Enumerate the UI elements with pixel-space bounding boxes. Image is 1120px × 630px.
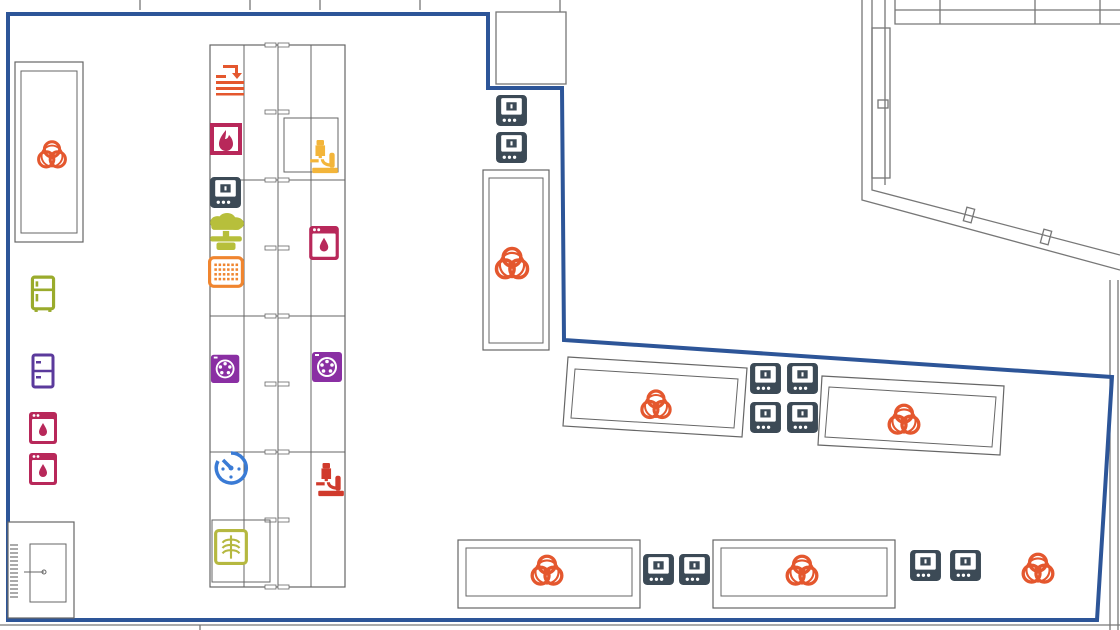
water-bath-icon	[29, 412, 57, 444]
sink-area	[7, 521, 75, 619]
incubator-icon	[750, 363, 781, 394]
incubator-icon	[643, 554, 674, 585]
biosafety-cabinet[interactable]	[562, 356, 748, 438]
biohazard-icon	[1021, 552, 1055, 584]
incubator-icon	[787, 402, 818, 433]
xray-viewer-icon	[214, 529, 248, 565]
water-bath-icon	[29, 453, 57, 485]
incubator-icon	[910, 550, 941, 581]
incubator-icon	[496, 132, 527, 163]
centrifuge-icon	[210, 354, 240, 384]
incubator-icon	[210, 177, 241, 208]
fume-hood-icon	[210, 123, 242, 155]
plate-reader-icon	[208, 256, 244, 288]
incubator-icon	[950, 550, 981, 581]
freezer-icon	[31, 353, 55, 389]
incubator-icon	[496, 95, 527, 126]
water-bath-icon	[309, 226, 339, 260]
incubator-icon	[679, 554, 710, 585]
lab-boundary	[6, 12, 1115, 622]
fridge-icon	[30, 275, 56, 313]
incubator-icon	[787, 363, 818, 394]
incubator-icon	[750, 402, 781, 433]
centrifuge-icon	[312, 352, 342, 382]
